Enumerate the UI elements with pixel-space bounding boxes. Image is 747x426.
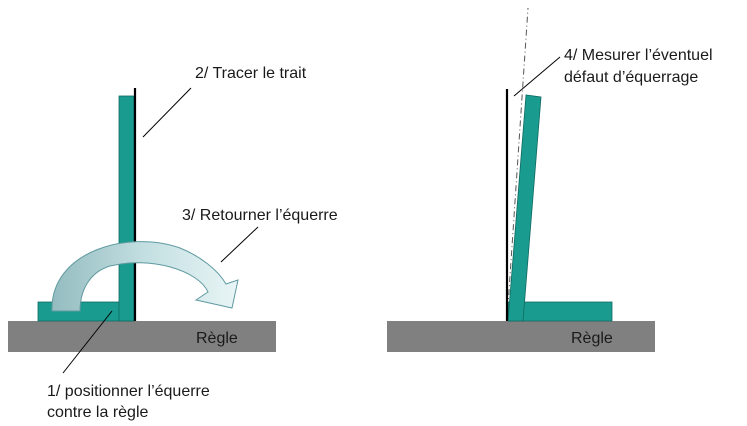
right-ruler-label: Règle	[571, 330, 613, 347]
step3-leader	[220, 226, 259, 263]
step1-leader	[62, 310, 113, 374]
left-ruler-label: Règle	[196, 330, 238, 347]
step1-caption-line2: contre la règle	[47, 404, 148, 421]
step4-leader	[513, 56, 561, 97]
right-panel: Règle 4/ Mesurer l’éventuel défaut d’équ…	[387, 7, 713, 352]
step2-leader	[142, 87, 192, 138]
left-square	[37, 95, 135, 322]
reference-dashdot-line	[506, 7, 529, 322]
step4-caption-line2: défaut d’équerrage	[564, 69, 698, 86]
step4-caption-line1: 4/ Mesurer l’éventuel	[564, 47, 713, 64]
step2-caption: 2/ Tracer le trait	[195, 65, 307, 82]
right-ruler	[387, 321, 655, 352]
step1-caption-line1: 1/ positionner l’équerre	[47, 383, 210, 400]
flip-arrow	[51, 241, 239, 312]
left-panel: Règle 2/ Tracer le trait 3/ Retourner l’…	[8, 65, 338, 421]
left-square-blade	[118, 95, 135, 322]
right-square	[507, 94, 613, 322]
right-square-blade	[507, 94, 542, 322]
step3-caption: 3/ Retourner l’équerre	[182, 207, 338, 224]
left-ruler	[8, 321, 276, 352]
